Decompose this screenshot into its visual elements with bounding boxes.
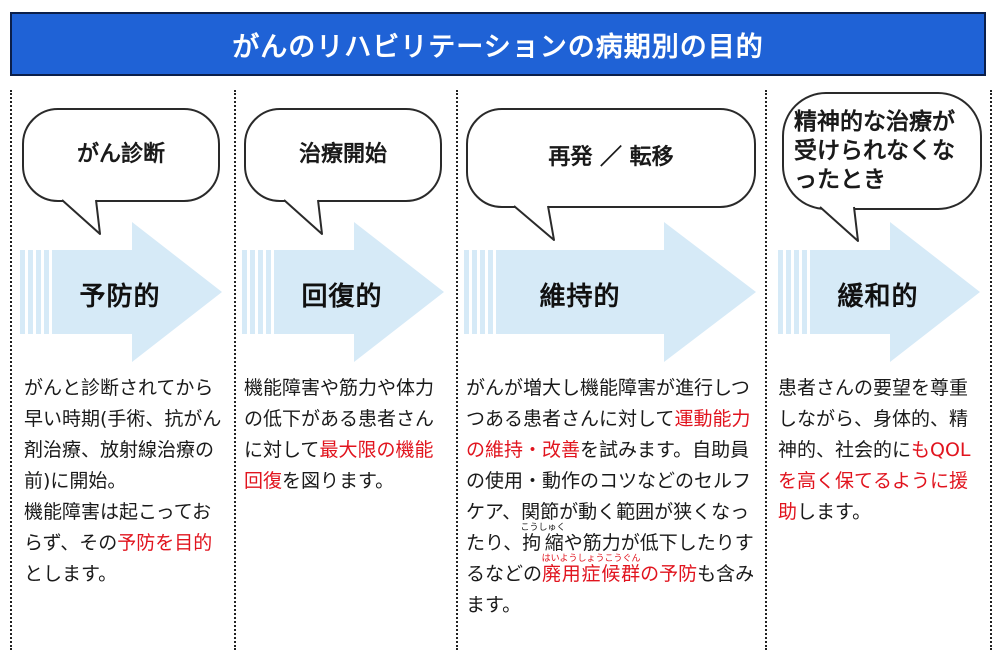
column-divider [234, 90, 236, 650]
phase-arrow [464, 222, 756, 362]
desc-text: 機能障害や筋力や体力の低下がある患者さんに対して [244, 377, 435, 461]
column-divider [990, 90, 992, 650]
phase-description: がんと診断されてから早い時期(手術、抗がん剤治療、放射線治療の前)に開始。 機能… [24, 373, 226, 590]
phase-bubble-label: がん診断 [76, 141, 165, 167]
desc-highlight: 最大限の機能回復 [244, 439, 434, 492]
desc-text: を図ります。 [282, 470, 395, 492]
phase-bubble-treatment: 治療開始 [244, 108, 442, 202]
desc-highlight: 予防を目的 [117, 532, 213, 554]
bubble-tail [61, 196, 101, 235]
phase-bubble-recurrence: 再発 ／ 転移 [466, 108, 756, 208]
desc-highlight: もQOLを高く保てるように援助 [778, 439, 971, 523]
desc-text: がんと診断されてから早い時期(手術、抗がん剤治療、放射線治療の前)に開始。 [24, 377, 222, 492]
desc-text: します。 [797, 501, 872, 523]
phase-description: 機能障害や筋力や体力の低下がある患者さんに対して最大限の機能回復を図ります。 [244, 373, 448, 497]
bubble-tail [513, 202, 555, 241]
desc-highlight: の予防 [640, 563, 698, 585]
desc-text: 患者さんの要望を尊重しながら、身体的、精神的、社会的に [778, 377, 969, 461]
phase-arrow [20, 222, 222, 362]
column-divider [765, 90, 767, 650]
desc-text: や筋力が低下したりするなどの [466, 532, 754, 585]
bubble-tail [283, 196, 323, 235]
column-divider [456, 90, 458, 650]
phase-description: 患者さんの要望を尊重しながら、身体的、精神的、社会的にもQOLを高く保てるように… [778, 373, 983, 528]
phase-arrow [778, 222, 980, 362]
phase-purpose-label: 回復的 [301, 282, 383, 312]
desc-text: も含みます。 [466, 563, 755, 616]
page-title: がんのリハビリテーションの病期別の目的 [232, 31, 764, 63]
phase-bubble-label: 治療開始 [298, 141, 387, 167]
bubble-tail [819, 203, 859, 242]
desc-text: 機能障害は起こっておらず、その [24, 501, 212, 554]
phase-purpose-label: 予防的 [79, 282, 161, 312]
ruby-term-highlight: 廃用症候群はいようしょうこうぐん [541, 554, 641, 585]
desc-text: がんが増大し機能障害が進行しつつある患者さんに対して [466, 377, 750, 430]
ruby-term: 拘縮こうしゅく [520, 523, 566, 554]
desc-highlight: 運動能力の維持・改善 [466, 408, 751, 461]
phase-bubble-label: 精神的な治療が受けられなくなったとき [794, 108, 955, 193]
phase-bubble-label: 再発 ／ 転移 [548, 144, 674, 170]
desc-text: を試みます。自助員の使用・動作のコツなどのセルフケア、関節が動く範囲が狭くなった… [466, 439, 752, 554]
phase-purpose-label: 緩和的 [837, 282, 919, 312]
phase-purpose-label: 維持的 [539, 282, 621, 312]
phase-bubble-palliative: 精神的な治療が受けられなくなったとき [782, 92, 982, 210]
phase-description: がんが増大し機能障害が進行しつつある患者さんに対して運動能力の維持・改善を試みま… [466, 373, 756, 621]
title-banner: がんのリハビリテーションの病期別の目的 [10, 12, 986, 76]
phase-arrow [242, 222, 444, 362]
column-divider [10, 90, 12, 650]
phase-bubble-diagnosis: がん診断 [22, 108, 220, 202]
desc-text: とします。 [24, 563, 118, 585]
